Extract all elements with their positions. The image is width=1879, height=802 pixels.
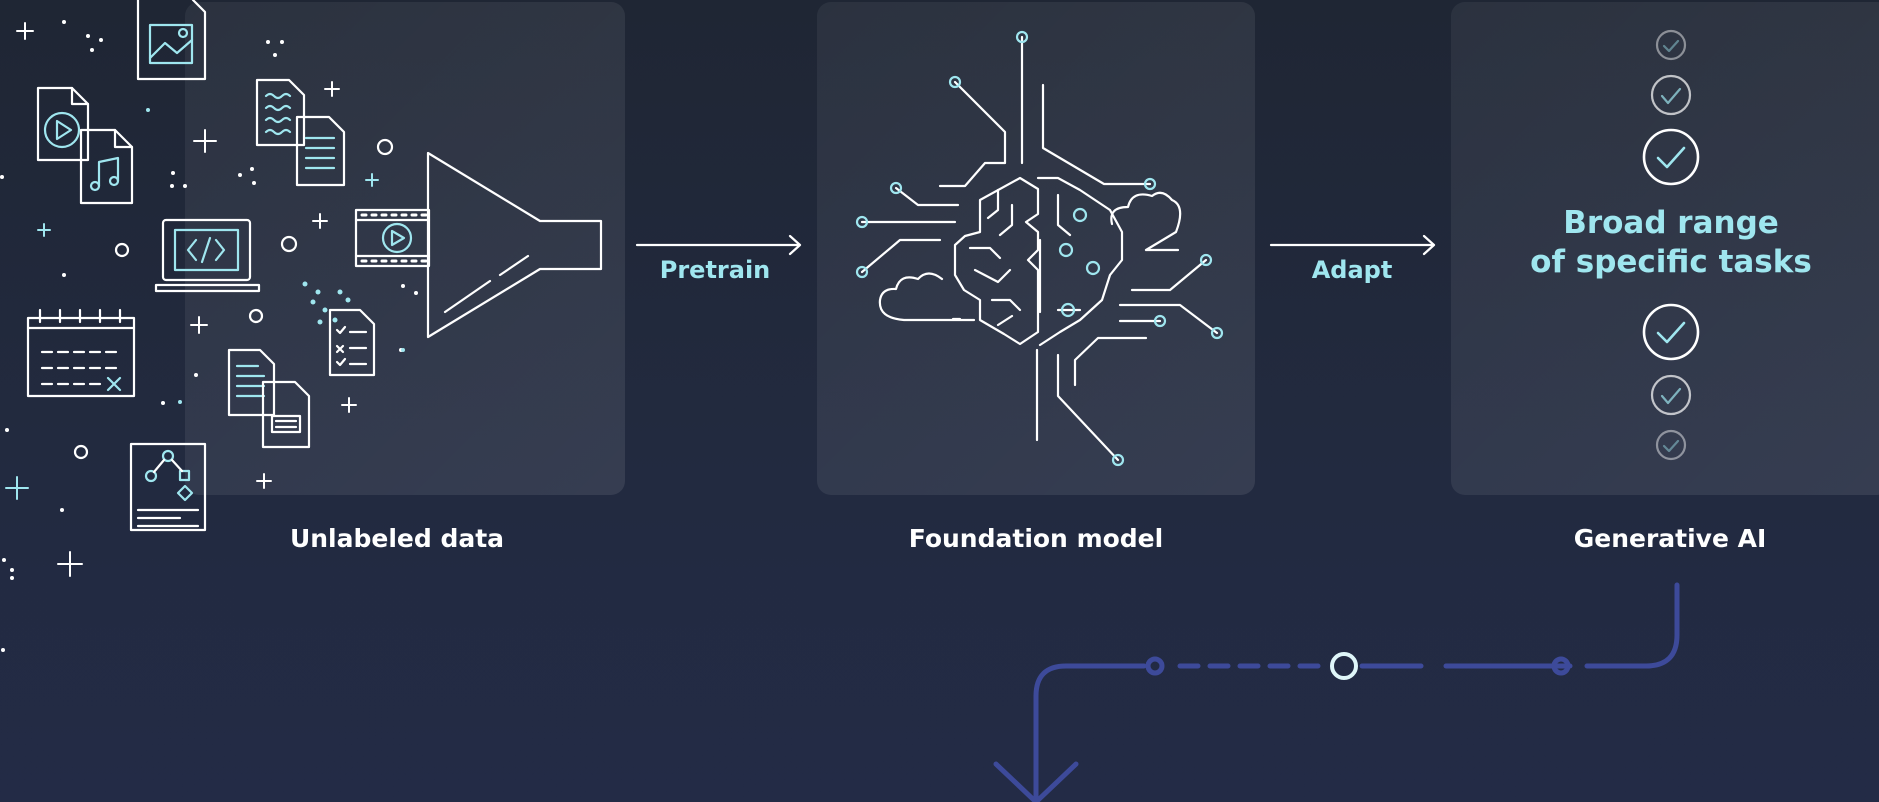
- adapt-arrow: [1269, 234, 1436, 256]
- tasks-text: Broad range of specific tasks: [1521, 204, 1821, 282]
- report-documents-icon: [227, 348, 311, 449]
- output-connector: [993, 582, 1680, 802]
- foundation-model-label: Foundation model: [908, 524, 1164, 553]
- film-strip-icon: [354, 208, 431, 268]
- laptop-code-icon: [154, 218, 261, 293]
- brain-circuit-icon: [860, 35, 1219, 462]
- flowchart-document-icon: [129, 442, 207, 532]
- tasks-line-1: Broad range: [1563, 205, 1779, 241]
- generative-ai-label: Generative AI: [1573, 524, 1767, 553]
- audio-document-icon: [255, 78, 306, 147]
- tasks-line-2: of specific tasks: [1530, 244, 1812, 280]
- pretrain-label: Pretrain: [659, 256, 771, 284]
- pretrain-arrow: [635, 234, 802, 256]
- adapt-label: Adapt: [1311, 256, 1393, 284]
- music-file-icon: [79, 128, 134, 205]
- image-file-icon: [136, 0, 207, 81]
- text-document-icon: [295, 115, 346, 187]
- connector-node: [1330, 652, 1358, 680]
- checkmark-icons: [1642, 29, 1700, 461]
- checklist-icon: [328, 308, 376, 377]
- video-file-icon: [36, 86, 90, 162]
- calendar-icon: [26, 308, 136, 398]
- unlabeled-data-label: Unlabeled data: [289, 524, 505, 553]
- funnel-icon: [426, 151, 603, 339]
